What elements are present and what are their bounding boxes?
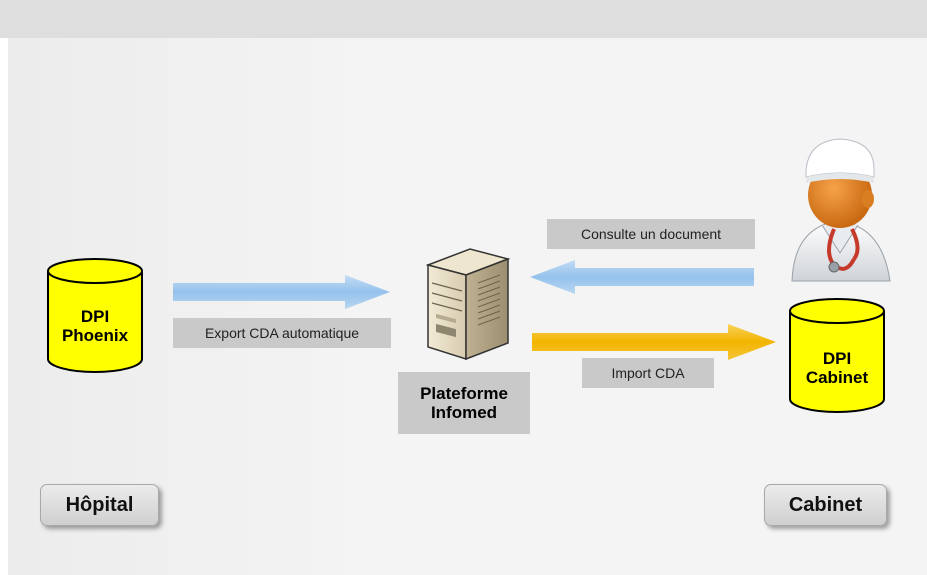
database-icon [47,258,143,373]
server-icon [425,248,511,361]
export-arrow [173,275,390,309]
cabinet-button[interactable]: Cabinet [764,484,887,526]
hopital-button[interactable]: Hôpital [40,484,159,526]
db-label-line2: Cabinet [805,368,869,387]
database-dpi-phoenix: DPI Phoenix [45,257,145,375]
platform-label-line2: Infomed [430,403,498,422]
db-label-line1: DPI [80,307,110,326]
platform-label: Plateforme Infomed [398,372,530,434]
consult-arrow [530,260,754,294]
db-label-line2: Phoenix [61,326,129,345]
import-label: Import CDA [582,358,714,388]
doctor-icon [791,138,891,282]
database-dpi-cabinet: DPI Cabinet [787,297,887,415]
platform-label-line1: Plateforme [420,384,508,403]
export-label: Export CDA automatique [173,318,391,348]
top-bar [0,0,927,38]
database-icon [789,298,885,413]
db-label-line1: DPI [822,349,852,368]
consult-label: Consulte un document [547,219,755,249]
import-arrow [532,324,776,360]
